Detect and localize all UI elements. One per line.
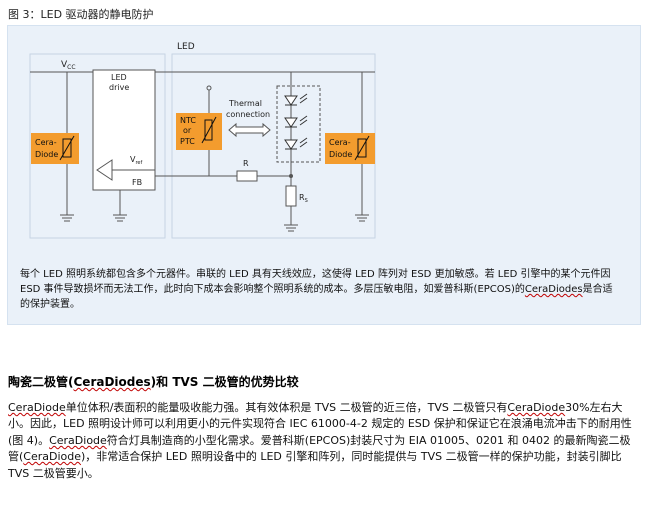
section-paragraph: CeraDiode单位体积/表面积的能量吸收能力强。其有效体积是 TVS 二极管… xyxy=(8,401,632,480)
svg-text:RS: RS xyxy=(299,193,308,204)
led-label: LED xyxy=(177,42,195,52)
led-diode-2 xyxy=(284,117,298,128)
svg-text:FB: FB xyxy=(132,178,142,187)
thermal-arrow xyxy=(228,122,271,138)
led-diode-3 xyxy=(284,139,298,150)
resistor-r xyxy=(236,170,258,182)
svg-text:or: or xyxy=(183,126,192,135)
svg-text:Cera-: Cera- xyxy=(329,138,351,147)
svg-text:R: R xyxy=(243,159,249,168)
svg-text:NTC: NTC xyxy=(180,116,196,125)
driver-region-box xyxy=(29,53,166,239)
led-string-box xyxy=(276,85,321,163)
svg-text:connection: connection xyxy=(226,110,270,119)
figure-caption: 每个 LED 照明系统都包含多个元器件。串联的 LED 具有天线效应，这使得 L… xyxy=(20,269,613,310)
circuit-diagram: LED VCC Cera- Diode LED drive Vref FB R … xyxy=(29,42,376,239)
vcc-label: VCC xyxy=(61,60,76,71)
svg-text:Vref: Vref xyxy=(130,155,143,166)
svg-text:Diode: Diode xyxy=(329,150,352,159)
svg-text:Cera-: Cera- xyxy=(35,138,57,147)
led-diode-1 xyxy=(284,95,298,106)
svg-text:Thermal: Thermal xyxy=(228,99,262,108)
figure-title: 图 3：LED 驱动器的静电防护 xyxy=(8,8,154,21)
svg-text:Diode: Diode xyxy=(35,150,58,159)
resistor-rs xyxy=(285,185,297,207)
svg-text:LED: LED xyxy=(111,73,127,82)
svg-text:PTC: PTC xyxy=(180,137,195,146)
section-heading: 陶瓷二极管(CeraDiodes)和 TVS 二极管的优势比较 xyxy=(8,375,299,389)
ceradiode-right xyxy=(325,133,375,164)
caption-term: CeraDiodes xyxy=(524,284,583,295)
svg-text:drive: drive xyxy=(109,83,129,92)
